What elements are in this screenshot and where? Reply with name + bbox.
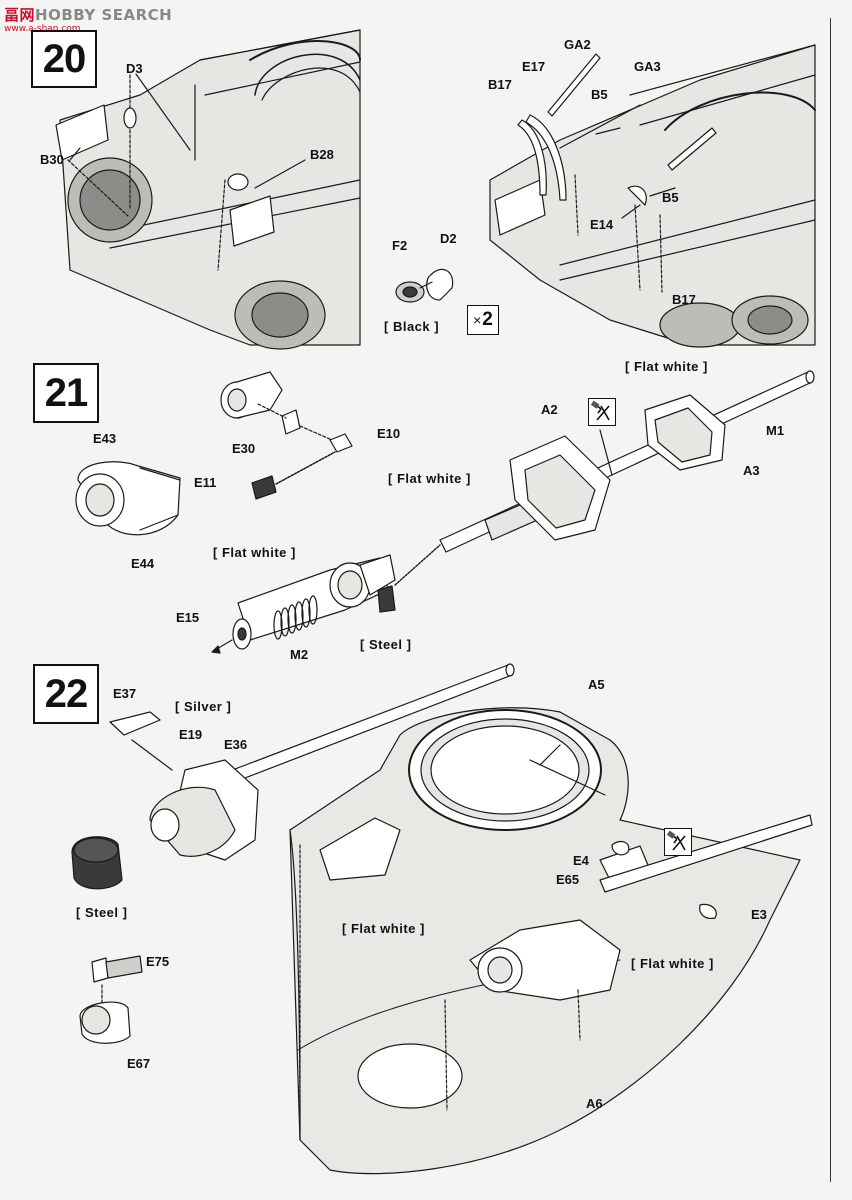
cut-warning-icon-2 [664, 828, 692, 856]
part-label-a5: A5 [588, 677, 605, 692]
part-label-b17-top: B17 [488, 77, 512, 92]
part-label-e36: E36 [224, 737, 248, 752]
part-label-e44: E44 [131, 556, 155, 571]
part-label-e67: E67 [127, 1056, 151, 1071]
part-label-a3: A3 [743, 463, 760, 478]
watermark-brand-en: HOBBY SEARCH [35, 6, 173, 24]
step21-gun [75, 370, 815, 654]
page-frame [22, 18, 831, 1182]
part-label-e4: E4 [573, 853, 589, 868]
quantity-value: 2 [482, 309, 493, 330]
part-label-b5-bottom: B5 [662, 190, 679, 205]
part-label-a2: A2 [541, 402, 558, 417]
step-number-20: 20 [31, 30, 97, 88]
part-label-e15: E15 [176, 610, 200, 625]
paint-note-flat-white-cradle: [ Flat white ] [625, 359, 708, 374]
part-label-b28: B28 [310, 147, 334, 162]
watermark: 畐网HOBBY SEARCH [4, 4, 172, 25]
part-label-e75: E75 [146, 954, 170, 969]
paint-note-black: [ Black ] [384, 319, 440, 334]
part-label-e43: E43 [93, 431, 117, 446]
watermark-url: www.a-shan.com [4, 24, 81, 34]
part-label-d2: D2 [440, 231, 457, 246]
scissors-cross-icon [666, 830, 686, 851]
part-label-m1: M1 [766, 423, 785, 438]
part-label-m2: M2 [290, 647, 309, 662]
m2-spring [273, 595, 318, 640]
quantity-multiplier: ×2 [467, 305, 499, 335]
paint-note-steel-cap: [ Steel ] [76, 905, 128, 920]
step20-left-hull [55, 29, 361, 350]
part-label-e19: E19 [179, 727, 203, 742]
part-label-ga2: GA2 [564, 37, 591, 52]
paint-note-flat-white-a2: [ Flat white ] [388, 471, 471, 486]
step20-f2-d2-parts [395, 268, 454, 303]
part-label-e37: E37 [113, 686, 137, 701]
watermark-brand-cn: 畐网 [4, 6, 36, 24]
part-label-b30: B30 [40, 152, 64, 167]
paint-note-steel: [ Steel ] [360, 637, 412, 652]
step-number-22: 22 [33, 664, 99, 724]
paint-note-flat-white-hull: [ Flat white ] [342, 921, 425, 936]
part-label-e10: E10 [377, 426, 401, 441]
step20-right-hull [489, 44, 816, 348]
cut-warning-icon [588, 398, 616, 426]
part-label-f2: F2 [392, 238, 408, 253]
part-label-a6: A6 [586, 1096, 603, 1111]
paint-note-flat-white-sleeve: [ Flat white ] [213, 545, 296, 560]
part-label-b17-bottom: B17 [672, 292, 696, 307]
scissors-cross-icon [590, 400, 610, 421]
part-label-e3: E3 [751, 907, 767, 922]
step-number-21: 21 [33, 363, 99, 423]
part-label-e30: E30 [232, 441, 256, 456]
part-label-b5-top: B5 [591, 87, 608, 102]
part-label-e11: E11 [194, 475, 217, 490]
part-label-e14: E14 [590, 217, 614, 232]
step22-turret [71, 663, 813, 1175]
paint-note-silver: [ Silver ] [175, 699, 232, 714]
paint-note-flat-white-mount: [ Flat white ] [631, 956, 714, 971]
part-label-e65: E65 [556, 872, 580, 887]
part-label-ga3: GA3 [634, 59, 661, 74]
part-label-d3: D3 [126, 61, 143, 76]
part-label-e17: E17 [522, 59, 546, 74]
